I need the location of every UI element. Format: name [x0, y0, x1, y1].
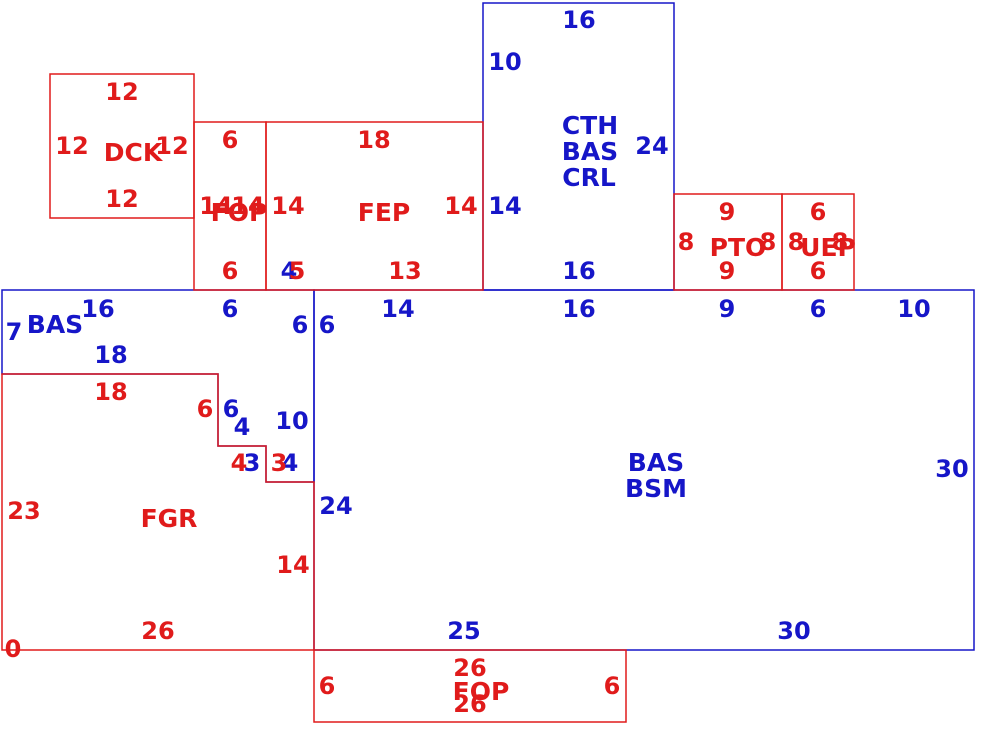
- area-label-bsm: BSM: [625, 474, 687, 503]
- dim-fgr-step-3: 3: [271, 449, 288, 477]
- dim-dck-bottom: 12: [105, 185, 138, 213]
- fgr-outline: [1, 373, 315, 651]
- dim-dck-right: 12: [155, 132, 188, 160]
- dim-fop-left-top: 6: [222, 126, 239, 154]
- area-label-uep: UEP: [800, 233, 856, 262]
- dim-fgr-origin: 0: [5, 635, 22, 663]
- dim-bas-main-top-a: 6: [319, 311, 336, 339]
- dim-uep-left: 8: [788, 228, 805, 256]
- area-label-fgr: FGR: [141, 504, 198, 533]
- uep-outline: [781, 193, 855, 291]
- fep-outline: [265, 121, 484, 291]
- dim-bas-main-top-b: 14: [381, 295, 414, 323]
- dim-bas-step-6: 6: [223, 395, 240, 423]
- dim-pto-bottom: 9: [719, 257, 736, 285]
- dim-fop-bottom-left: 6: [319, 672, 336, 700]
- dim-bas-step-10: 10: [275, 407, 308, 435]
- area-label-bas-left: BAS: [27, 310, 83, 339]
- dim-fop-left-right: 14: [231, 192, 264, 220]
- dim-cth-inner: 10: [488, 48, 521, 76]
- dim-dck-left: 12: [55, 132, 88, 160]
- dim-uep-bottom: 6: [810, 257, 827, 285]
- dim-uep-right: 8: [832, 228, 849, 256]
- dim-fep-left: 14: [271, 192, 304, 220]
- dim-fep-top: 18: [357, 126, 390, 154]
- dim-bas-left-left: 7: [6, 318, 23, 346]
- area-label-fop-bottom: FOP: [453, 677, 510, 706]
- dim-cth-bottom: 16: [562, 257, 595, 285]
- dim-fop-left-left: 14: [199, 192, 232, 220]
- dim-fgr-step-4: 4: [231, 449, 248, 477]
- dim-fgr-right: 14: [276, 551, 309, 579]
- dim-uep-top: 6: [810, 198, 827, 226]
- dim-fep-jog-b: 5: [289, 257, 306, 285]
- dim-fgr-bottom: 26: [141, 617, 174, 645]
- dim-dck-top: 12: [105, 78, 138, 106]
- dim-bas-left-bottom: 18: [94, 341, 127, 369]
- dim-bas-main-top-d: 9: [719, 295, 736, 323]
- area-label-pto: PTO: [710, 233, 767, 262]
- fop-bottom-outline: [313, 649, 627, 723]
- dim-fep-right: 14: [444, 192, 477, 220]
- area-label-fep: FEP: [358, 198, 410, 227]
- area-label-bas-main: BAS: [628, 448, 684, 477]
- dim-bas-main-top-f: 10: [897, 295, 930, 323]
- dim-fop-bottom-right: 6: [604, 672, 621, 700]
- dim-bas-left-right: 6: [292, 311, 309, 339]
- area-label-crl: CRL: [562, 163, 616, 192]
- dim-bas-step-4: 4: [234, 413, 251, 441]
- area-label-cth: CTH: [562, 111, 618, 140]
- dim-cth-top: 16: [562, 6, 595, 34]
- dim-pto-top: 9: [719, 198, 736, 226]
- dim-bas-main-top-e: 6: [810, 295, 827, 323]
- dim-cth-right: 24: [635, 132, 668, 160]
- area-label-dck: DCK: [104, 138, 164, 167]
- dim-bas-left-top: 16: [81, 295, 114, 323]
- dim-bas-main-top-c: 16: [562, 295, 595, 323]
- dim-bas-step-3: 3: [244, 449, 261, 477]
- dim-fop-bottom-top: 26: [453, 654, 486, 682]
- dim-bas-main-right: 30: [935, 455, 968, 483]
- dim-fep-bottom: 13: [388, 257, 421, 285]
- dim-fep-jog-a: 4: [281, 257, 298, 285]
- dim-fgr-top: 18: [94, 378, 127, 406]
- dim-fop-left-bottom: 6: [222, 257, 239, 285]
- area-label-cth-bas: BAS: [562, 137, 618, 166]
- dim-bas-main-left: 24: [319, 492, 352, 520]
- area-label-fop-left: FOP: [211, 198, 268, 227]
- dim-bas-step-4b: 4: [282, 449, 299, 477]
- dim-fop-bottom-bottom: 26: [453, 690, 486, 718]
- dim-bas-left-seg6: 6: [222, 295, 239, 323]
- dim-fgr-left: 23: [7, 497, 40, 525]
- dim-bas-main-bottom-a: 25: [447, 617, 480, 645]
- dim-fgr-step-6: 6: [197, 395, 214, 423]
- dim-cth-left: 14: [488, 192, 521, 220]
- dim-bas-main-bottom-b: 30: [777, 617, 810, 645]
- dim-pto-right: 8: [760, 228, 777, 256]
- dim-pto-left: 8: [678, 228, 695, 256]
